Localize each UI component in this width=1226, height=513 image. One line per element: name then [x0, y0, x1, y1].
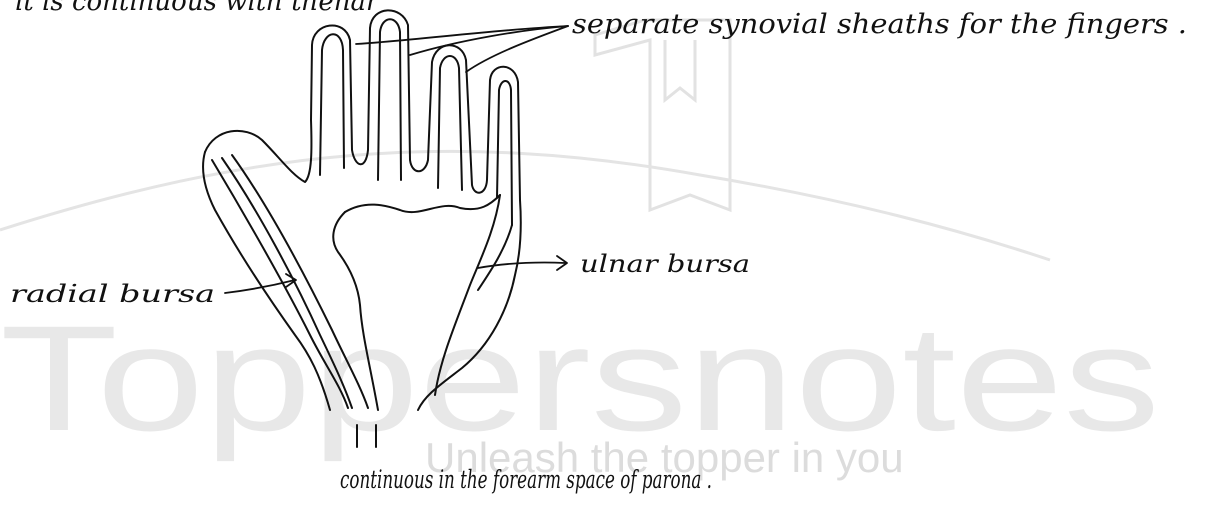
- ulnar-bursa-outline: [345, 195, 500, 212]
- finger-sheaths-label: separate synovial sheaths for the finger…: [572, 9, 1187, 40]
- finger-sheath-pointer-2: [410, 26, 568, 55]
- ulnar-bursa-inner-line: [478, 225, 512, 290]
- watermark-book-ribbon: [665, 40, 695, 100]
- ulnar-bursa-label: ulnar bursa: [580, 250, 750, 278]
- finger-sheath-ring: [438, 56, 462, 190]
- finger-sheath-middle: [378, 19, 401, 180]
- radial-bursa-label: radial bursa: [10, 280, 215, 308]
- ulnar-bursa-pointer: [478, 263, 565, 268]
- watermark-swoosh: [0, 151, 1050, 260]
- top-line-fragment: it is continuous with thenar: [15, 0, 380, 17]
- bottom-note-label: continuous in the forearm space of paron…: [340, 465, 712, 494]
- finger-sheath-index: [320, 34, 344, 175]
- watermark-book-icon: [595, 20, 730, 210]
